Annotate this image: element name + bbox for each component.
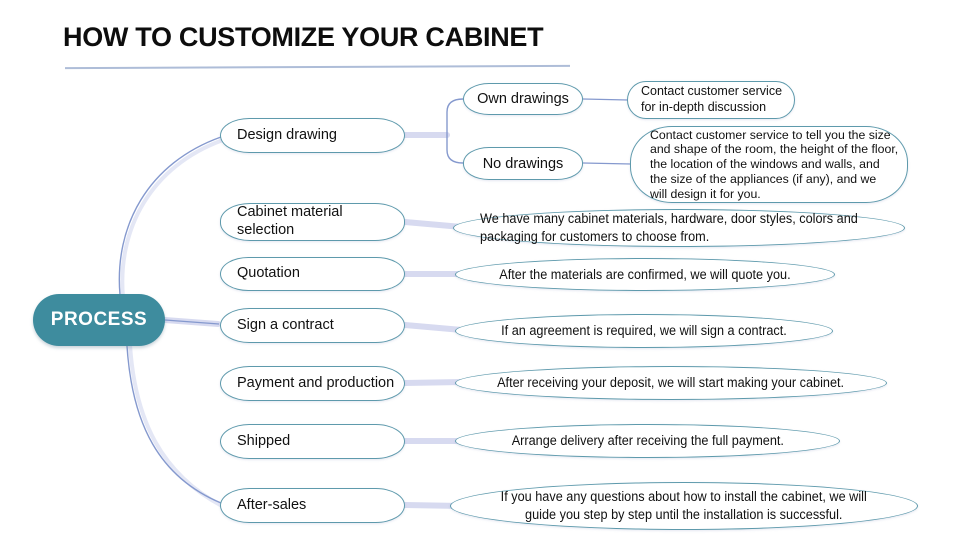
desc-bubble-sign-contract: If an agreement is required, we will sig…	[455, 314, 833, 348]
curve-top-shadow	[120, 138, 224, 298]
step-label: Design drawing	[237, 126, 337, 143]
desc-text: If an agreement is required, we will sig…	[501, 323, 787, 339]
desc-bubble-own-drawings: Contact customer service for in-depth di…	[627, 81, 795, 119]
desc-bubble-payment-production: After receiving your deposit, we will st…	[455, 366, 887, 400]
step-node-sign-contract: Sign a contract	[220, 308, 405, 343]
process-root-label: PROCESS	[50, 309, 148, 330]
desc-text: If you have any questions about how to i…	[500, 489, 868, 522]
child-node-own-drawings: Own drawings	[463, 83, 583, 115]
step-node-cabinet-material: Cabinet material selection	[220, 203, 405, 241]
desc-text: We have many cabinet materials, hardware…	[480, 211, 858, 244]
bar-payment-desc	[402, 379, 465, 386]
child-node-no-drawings: No drawings	[463, 147, 583, 180]
bracket-design-children	[446, 98, 464, 164]
desc-bubble-shipped: Arrange delivery after receiving the ful…	[455, 424, 840, 458]
desc-text: After receiving your deposit, we will st…	[497, 375, 845, 391]
line-no-desc	[582, 162, 632, 165]
step-node-after-sales: After-sales	[220, 488, 405, 523]
step-node-quotation: Quotation	[220, 257, 405, 291]
step-label: Shipped	[237, 432, 291, 449]
step-label: Quotation	[237, 265, 300, 282]
bar-sign-desc	[402, 322, 465, 333]
step-node-payment-production: Payment and production	[220, 366, 405, 401]
bar-material-desc	[402, 219, 465, 230]
desc-text: Contact customer service for in-depth di…	[641, 84, 783, 114]
desc-text: After the materials are confirmed, we wi…	[499, 266, 791, 282]
desc-bubble-after-sales: If you have any questions about how to i…	[450, 482, 918, 530]
step-label: After-sales	[237, 496, 307, 513]
line-own-desc	[582, 98, 629, 101]
step-node-design-drawing: Design drawing	[220, 118, 405, 153]
desc-bubble-quotation: After the materials are confirmed, we wi…	[455, 258, 835, 291]
step-label: Payment and production	[237, 374, 395, 391]
step-node-shipped: Shipped	[220, 424, 405, 459]
child-label: No drawings	[482, 155, 564, 172]
child-label: Own drawings	[477, 91, 569, 107]
desc-text: Arrange delivery after receiving the ful…	[511, 433, 784, 449]
curve-process-aftersales	[126, 345, 222, 504]
step-label: Cabinet material selection	[237, 204, 343, 238]
process-root-node: PROCESS	[33, 294, 165, 346]
curve-process-design	[118, 136, 222, 296]
desc-text: Contact customer service to tell you the…	[650, 127, 899, 201]
line-process-sign	[164, 319, 220, 325]
desc-bubble-cabinet-material: We have many cabinet materials, hardware…	[453, 209, 905, 247]
page-title: HOW TO CUSTOMIZE YOUR CABINET	[63, 22, 544, 52]
step-label: Sign a contract	[237, 316, 334, 333]
desc-bubble-no-drawings: Contact customer service to tell you the…	[630, 126, 908, 203]
